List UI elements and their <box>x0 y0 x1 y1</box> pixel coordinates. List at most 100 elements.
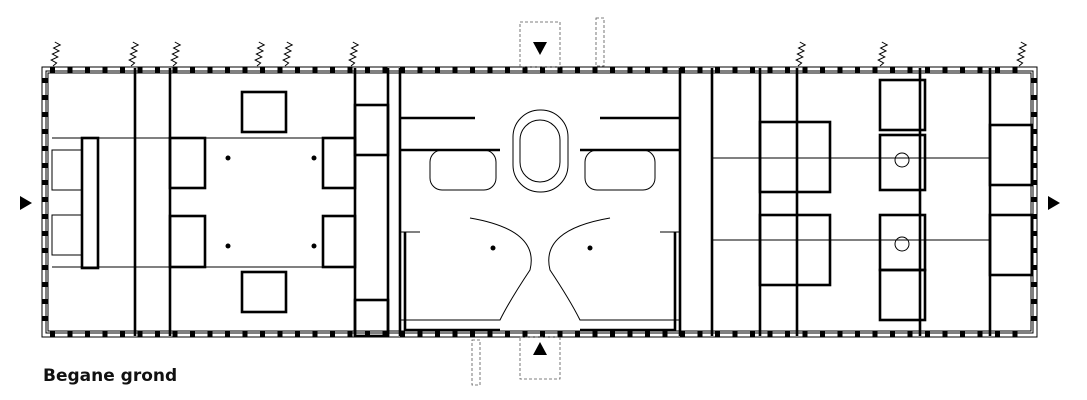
plan-caption: Begane grond <box>43 366 178 386</box>
facade-pier <box>1031 214 1037 219</box>
facade-pier <box>295 331 300 337</box>
facade-pier <box>855 331 860 337</box>
facade-pier <box>697 67 703 73</box>
facade-pier <box>785 67 790 73</box>
facade-pier <box>470 331 475 337</box>
facade-pier <box>960 331 965 337</box>
facade-pier <box>312 67 318 73</box>
facade-pier <box>1031 180 1037 185</box>
facade-pier <box>662 331 668 337</box>
facade-pier <box>802 67 808 73</box>
facade-pier <box>347 331 353 337</box>
facade-pier <box>277 331 283 337</box>
facade-pier <box>750 67 755 73</box>
zigzag-symbol <box>128 41 140 67</box>
facade-pier <box>42 231 48 236</box>
facade-pier <box>1031 265 1037 270</box>
facade-pier <box>452 67 458 73</box>
facade-pier <box>42 197 48 202</box>
facade-pier <box>487 331 493 337</box>
facade-pier <box>820 67 825 73</box>
facade-pier <box>260 67 265 73</box>
facade-pier <box>925 67 930 73</box>
facade-pier <box>890 331 895 337</box>
facade-pier <box>855 67 860 73</box>
facade-pier <box>42 265 48 270</box>
facade-pier <box>417 331 423 337</box>
facade-piers <box>42 67 1037 337</box>
interior-walls-left-wing <box>51 68 402 338</box>
facade-pier <box>785 331 790 337</box>
facade-pier <box>330 331 335 337</box>
facade-pier <box>42 78 48 83</box>
facade-pier <box>890 67 895 73</box>
facade-pier <box>907 67 913 73</box>
facade-pier <box>137 67 143 73</box>
facade-pier <box>1031 248 1037 253</box>
entrance-arrow-bottom <box>533 342 547 355</box>
facade-pier <box>155 331 160 337</box>
facade-pier <box>715 331 720 337</box>
facade-pier <box>435 67 440 73</box>
facade-pier <box>137 331 143 337</box>
facade-pier <box>995 67 1000 73</box>
columns <box>225 155 317 249</box>
facade-pier <box>680 331 685 337</box>
facade-pier <box>837 67 843 73</box>
facade-pier <box>522 331 528 337</box>
facade-pier <box>42 180 48 185</box>
facade-pier <box>172 331 178 337</box>
facade-pier <box>977 67 983 73</box>
entrance-arrow-right <box>1048 196 1060 210</box>
facade-pier <box>872 331 878 337</box>
facade-pier <box>767 331 773 337</box>
facade-pier <box>295 67 300 73</box>
facade-pier <box>592 67 598 73</box>
zigzag-symbol <box>254 41 266 67</box>
facade-pier <box>557 331 563 337</box>
facade-pier <box>42 282 48 287</box>
facade-pier <box>42 146 48 151</box>
facade-pier <box>435 331 440 337</box>
facade-pier <box>645 331 650 337</box>
facade-pier <box>1031 231 1037 236</box>
interior-walls-right-wing <box>678 68 1034 336</box>
facade-pier <box>347 67 353 73</box>
facade-pier <box>207 67 213 73</box>
facade-pier <box>1031 197 1037 202</box>
facade-pier <box>645 67 650 73</box>
facade-pier <box>85 67 90 73</box>
facade-pier <box>767 67 773 73</box>
facade-pier <box>837 331 843 337</box>
facade-pier <box>42 95 48 100</box>
facade-pier <box>732 331 738 337</box>
facade-pier <box>1031 282 1037 287</box>
facade-pier <box>400 331 405 337</box>
ventilation-symbols <box>50 41 1028 67</box>
facade-pier <box>242 67 248 73</box>
zigzag-symbol <box>348 41 360 67</box>
facade-pier <box>67 67 73 73</box>
facade-pier <box>207 331 213 337</box>
facade-pier <box>42 112 48 117</box>
facade-pier <box>225 331 230 337</box>
facade-pier <box>102 67 108 73</box>
facade-pier <box>732 67 738 73</box>
facade-pier <box>400 67 405 73</box>
facade-pier <box>995 331 1000 337</box>
facade-pier <box>1031 146 1037 151</box>
facade-pier <box>977 331 983 337</box>
zigzag-symbol <box>877 41 889 67</box>
facade-pier <box>557 67 563 73</box>
facade-pier <box>505 67 510 73</box>
facade-pier <box>627 331 633 337</box>
facade-pier <box>610 67 615 73</box>
facade-pier <box>330 67 335 73</box>
facade-pier <box>50 331 55 337</box>
facade-pier <box>470 67 475 73</box>
entrances <box>471 17 605 386</box>
facade-pier <box>67 331 73 337</box>
facade-pier <box>242 331 248 337</box>
facade-pier <box>225 67 230 73</box>
